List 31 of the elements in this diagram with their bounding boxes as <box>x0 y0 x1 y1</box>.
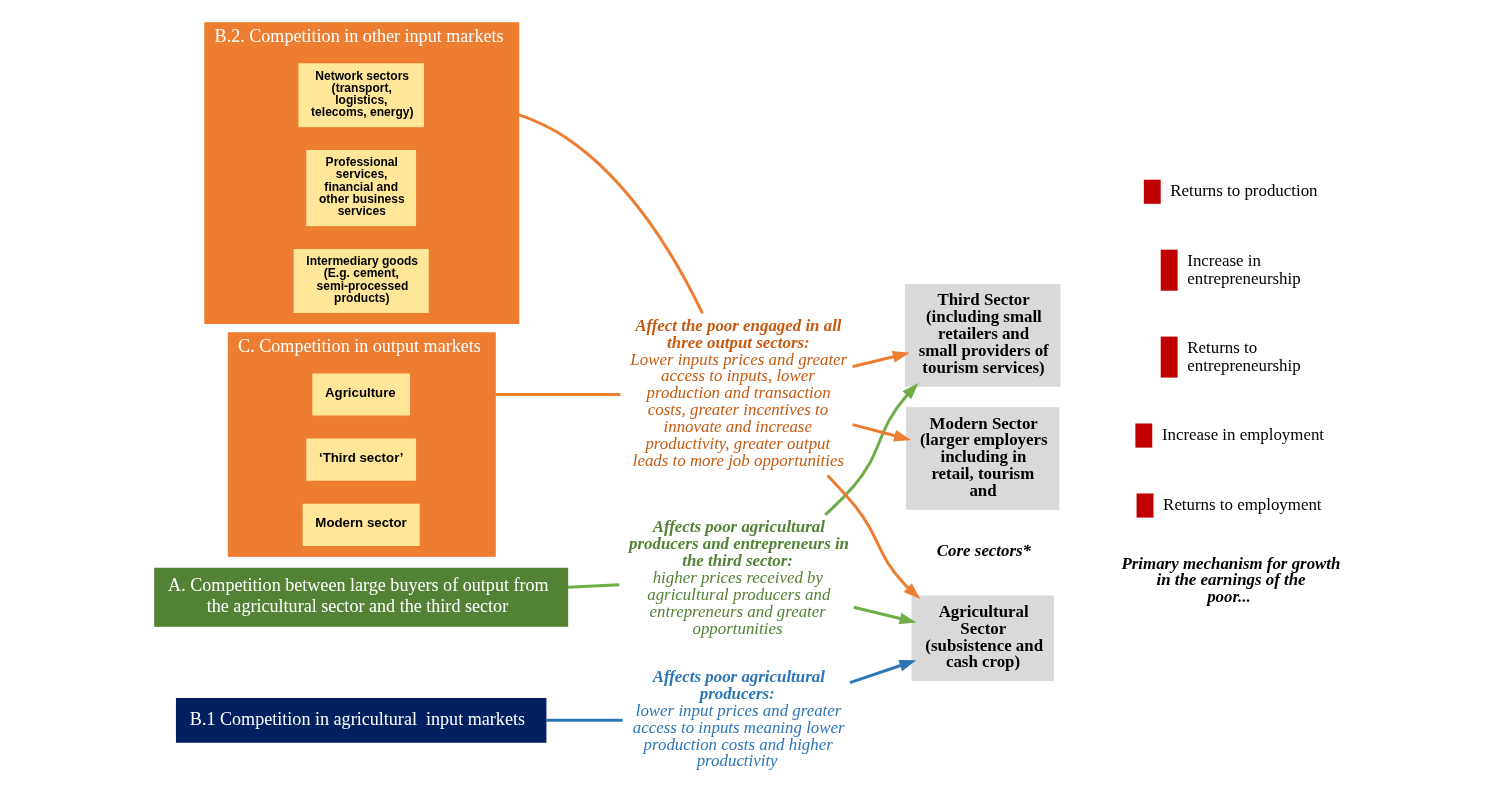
node-box: A. Competition between large buyers of output from the agricultural sector and the third sector <box>154 567 569 627</box>
node-text: Affect the poor engaged in all three output sectors: Lower inputs prices and greater access to inputs, lower production and transaction costs, greater incentives to innovate and increase productivity, greater output leads to more job opportunities <box>630 315 848 470</box>
arrow <box>826 474 921 600</box>
connector <box>567 583 620 589</box>
connector <box>495 393 621 396</box>
node-box: Intermediary goods (E.g. cement, semi-processed products) <box>292 247 430 315</box>
arrow <box>849 660 917 684</box>
arrow <box>824 382 919 517</box>
node-box: Modern sector <box>301 502 421 548</box>
label: Core sectors* <box>936 540 1032 560</box>
node-box: Agriculture <box>311 372 412 417</box>
node-box: Network sectors (transport, logistics, telecoms, energy) <box>297 62 426 129</box>
node-box: Third Sector (including small retailers and small providers of tourism services) <box>904 284 1061 387</box>
legend-label: Returns to entrepreneurship <box>1187 337 1301 375</box>
arrow <box>852 423 912 442</box>
node-box: Agricultural Sector (subsistence and cash crop) <box>911 595 1054 682</box>
node-box: ‘Third sector’ <box>305 437 418 482</box>
label: Primary mechanism for growth in the earnings of the poor... <box>1121 553 1341 607</box>
connector <box>518 113 704 315</box>
node-box: Professional services, financial and other business services <box>305 148 418 228</box>
node-text: Affects poor agricultural producers and entrepreneurs in the third sector: higher prices received by agricultural producers and entrepreneurs and greater opportunities <box>629 517 849 638</box>
arrow <box>853 605 917 625</box>
legend-label: Increase in entrepreneurship <box>1187 250 1301 288</box>
arrow <box>852 351 910 369</box>
node-box: Modern Sector (larger employers including in retail, tourism and <box>906 407 1060 510</box>
node-box: B.1 Competition in agricultural input markets <box>175 698 547 743</box>
legend-label: Returns to production <box>1170 181 1318 201</box>
node-text: Affects poor agricultural producers: lower input prices and greater access to inputs meaning lower production costs and higher productivity <box>632 666 845 771</box>
connector <box>546 718 623 722</box>
legend-label: Increase in employment <box>1161 425 1325 444</box>
legend-label: Returns to employment <box>1163 494 1322 514</box>
